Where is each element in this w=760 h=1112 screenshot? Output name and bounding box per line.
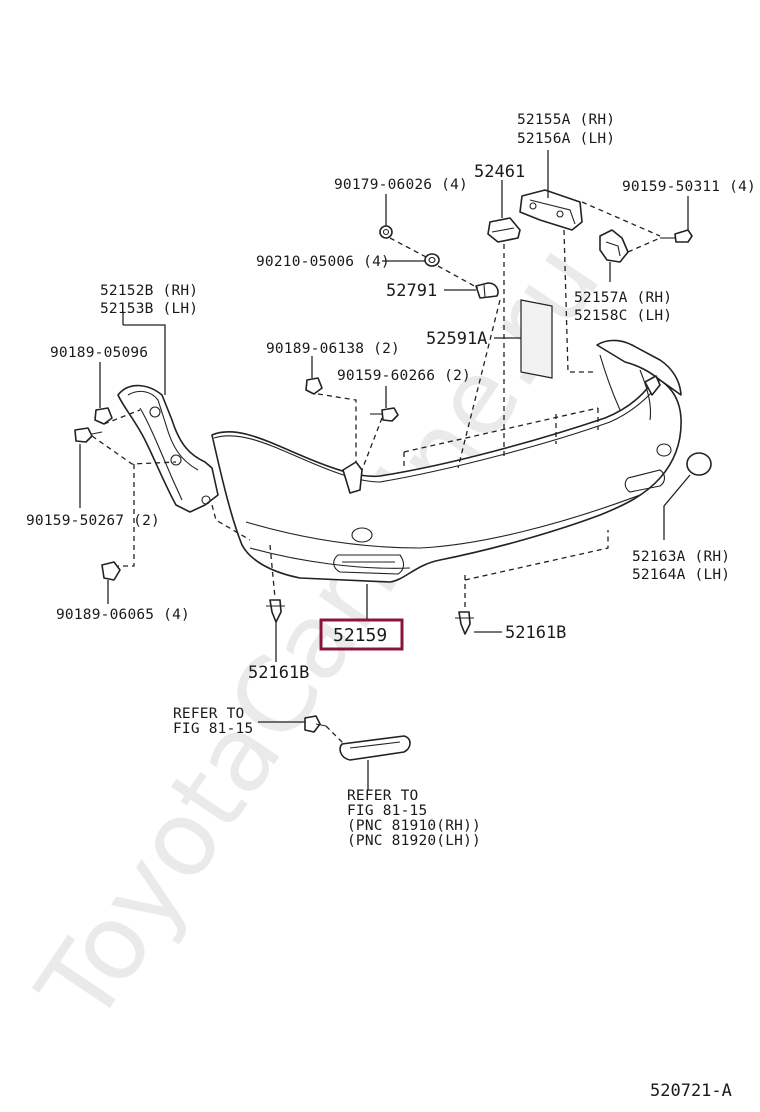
label-90210-05006: 90210-05006 (4) (256, 254, 390, 270)
refer1-line1: REFER TO (173, 706, 244, 722)
leader-lines (79, 150, 691, 790)
label-90159-50267: 90159-50267 (2) (26, 513, 160, 529)
label-90179-06026: 90179-06026 (4) (334, 177, 468, 193)
label-52156a: 52156A (LH) (517, 131, 615, 147)
screw-90159-50311 (660, 229, 693, 243)
refer2-line4: (PNC 81920(LH)) (347, 833, 481, 849)
screw-90159-50267 (74, 427, 103, 443)
retainer-clip-52461 (487, 217, 521, 243)
refer2-line2: FIG 81-15 (347, 803, 427, 819)
screw-90159-60266 (370, 407, 399, 422)
label-52461: 52461 (474, 162, 525, 182)
label-52161b-right: 52161B (505, 623, 566, 643)
refer2-line3: (PNC 81910(RH)) (347, 818, 481, 834)
rivet-52791 (475, 282, 499, 299)
part-labels: 52155A (RH) 52156A (LH) 90179-06026 (4) … (26, 112, 756, 1101)
label-52159: 52159 (333, 625, 387, 646)
fastener-52161b-left (266, 599, 285, 623)
nut-90189-06065 (101, 561, 121, 581)
label-52157a: 52157A (RH) (574, 290, 672, 306)
nut-90179 (379, 225, 393, 239)
label-90159-50311: 90159-50311 (4) (622, 179, 756, 195)
label-90189-06138: 90189-06138 (2) (266, 341, 400, 357)
reflector-screw (304, 715, 327, 733)
refer1-line2: FIG 81-15 (173, 721, 253, 737)
cap-52163a (686, 452, 712, 476)
diagram-code: 520721-A (650, 1081, 732, 1101)
fastener-52161b-right (455, 611, 474, 635)
label-52164a: 52164A (LH) (632, 567, 730, 583)
side-mount-bracket (599, 229, 629, 263)
highlight-box (319, 618, 404, 651)
rear-bumper-cover (211, 339, 682, 583)
label-52153b: 52153B (LH) (100, 301, 198, 317)
label-90189-05096: 90189-05096 (50, 345, 148, 361)
label-52158c: 52158C (LH) (574, 308, 672, 324)
label-52152b: 52152B (RH) (100, 283, 198, 299)
dashed-guide-lines (91, 201, 661, 745)
refer2-line1: REFER TO (347, 788, 418, 804)
label-90189-06065: 90189-06065 (4) (56, 607, 190, 623)
washer-90210 (424, 253, 440, 267)
label-52791: 52791 (386, 281, 437, 301)
label-90159-60266: 90159-60266 (2) (337, 368, 471, 384)
upper-bracket (519, 189, 583, 231)
absorber-pad-52591a (520, 299, 553, 379)
clip-90189-05096 (94, 407, 113, 425)
label-52163a: 52163A (RH) (632, 549, 730, 565)
label-52155a: 52155A (RH) (517, 112, 615, 128)
nut-90189-06138 (305, 377, 323, 395)
side-retainer-bracket (117, 384, 219, 513)
reflector-part (339, 735, 411, 761)
label-52161b-left: 52161B (248, 663, 309, 683)
label-52591a: 52591A (426, 329, 487, 349)
